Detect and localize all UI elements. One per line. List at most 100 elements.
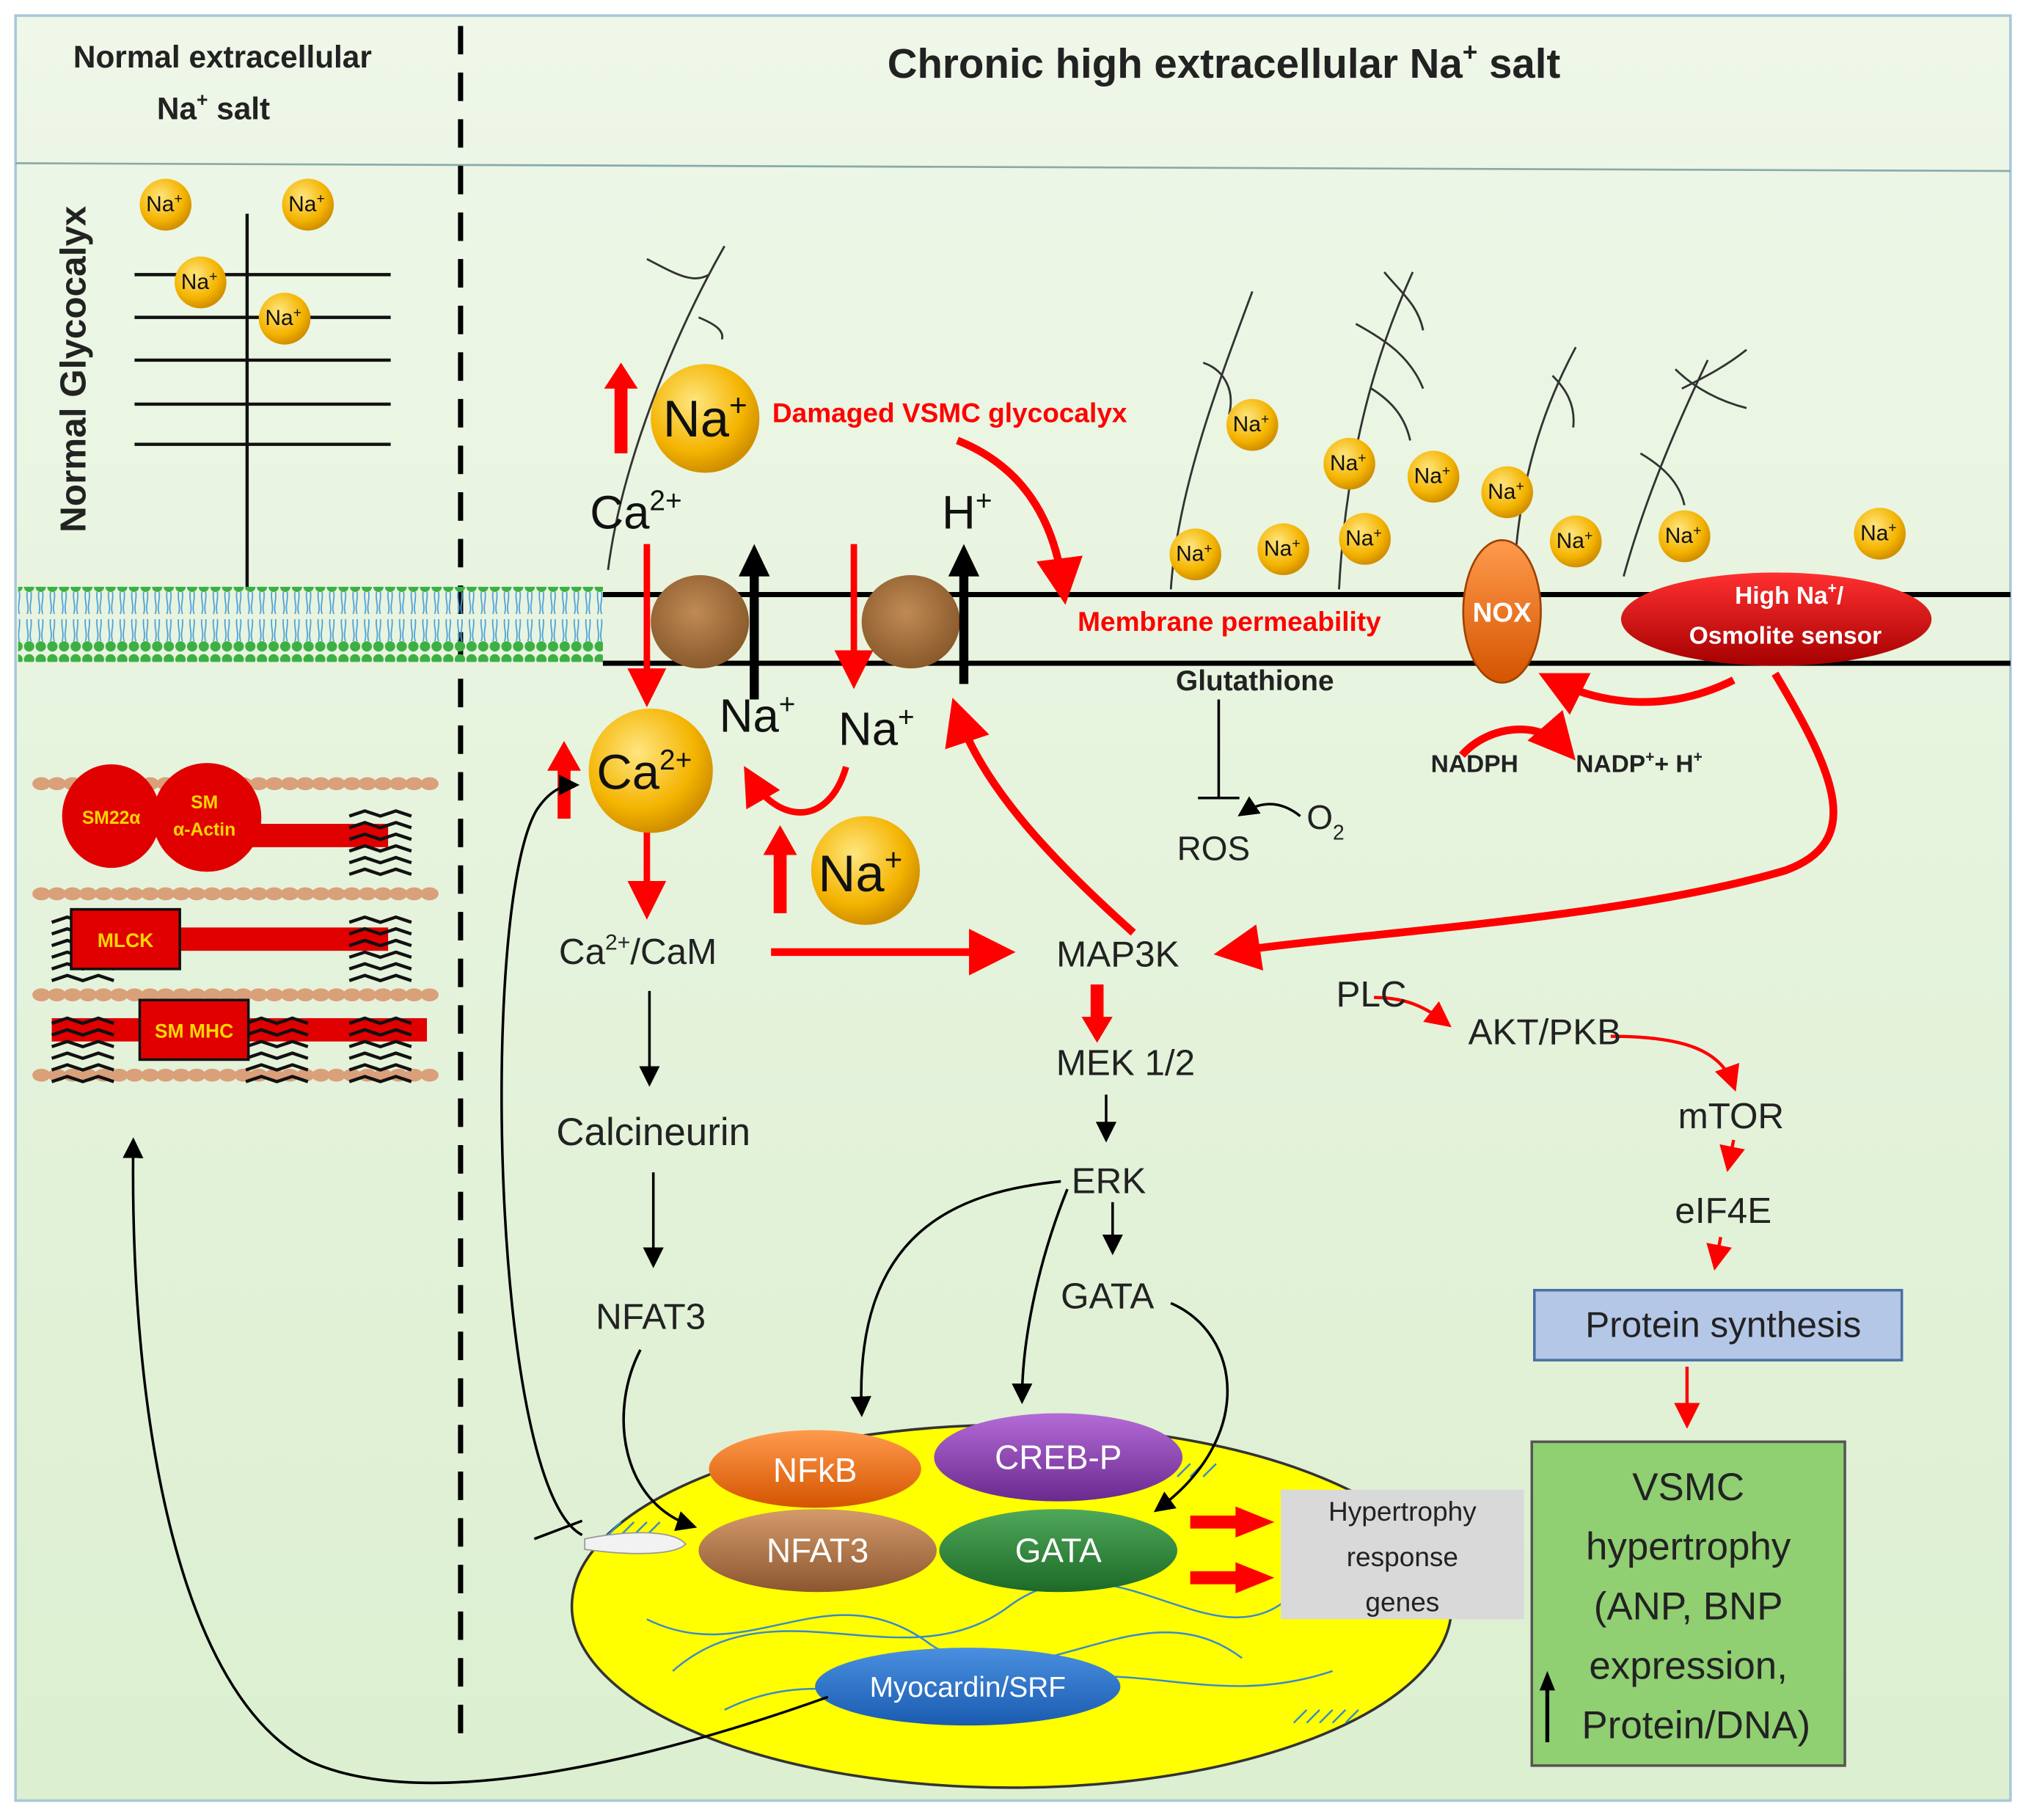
actin-bead xyxy=(280,777,299,791)
sodium-ion: Na+ xyxy=(1854,508,1906,560)
nadp-label: NADP++ H+ xyxy=(1576,748,1703,778)
na-ca-exchanger xyxy=(651,575,750,669)
plc-label: PLC xyxy=(1336,974,1407,1015)
glutathione-label: Glutathione xyxy=(1176,665,1334,697)
protein-synthesis-label: Protein synthesis xyxy=(1585,1304,1861,1345)
sodium-ion-label: Na+ xyxy=(1860,520,1897,546)
sm-actin-protein xyxy=(153,763,262,872)
sodium-ion-label: Na+ xyxy=(1488,478,1524,504)
dense-body-zigzag xyxy=(348,938,412,948)
actin-bead xyxy=(312,988,330,1001)
sodium-ion: Na+ xyxy=(1659,510,1711,563)
sm-mhc-label: SM MHC xyxy=(155,1020,233,1042)
nfkb-factor xyxy=(709,1430,921,1508)
outcome-line5: Protein/DNA) xyxy=(1581,1704,1810,1747)
actin-bead xyxy=(48,988,66,1001)
actin-bead xyxy=(280,988,299,1001)
actin-bead xyxy=(373,887,392,901)
dense-body-zigzag xyxy=(245,1016,309,1026)
gene-activation-arrows xyxy=(1190,1506,1275,1593)
actin-bead xyxy=(125,887,144,901)
na-h-exchanger xyxy=(861,575,960,669)
left-title-line1: Normal extracellular xyxy=(73,40,372,74)
sodium-ion-label: Na+ xyxy=(1557,527,1593,553)
actin-bead xyxy=(187,1068,206,1082)
sm22a-label: SM22α xyxy=(82,808,141,828)
header-divider xyxy=(15,162,2011,172)
sm-actin-label-2: α-Actin xyxy=(173,820,235,840)
sodium-ion-label: Na+ xyxy=(1665,522,1702,548)
sodium-ion-label: Na+ xyxy=(1264,536,1301,561)
dense-body-zigzag xyxy=(348,809,412,818)
ca-cam-label: Ca2+/CaM xyxy=(559,930,717,971)
dense-body-zigzag xyxy=(245,1039,309,1049)
dense-body-zigzag xyxy=(348,973,412,983)
dense-body-zigzag xyxy=(51,1063,114,1072)
actin-bead xyxy=(109,887,128,901)
mtor-label: mTOR xyxy=(1678,1096,1784,1136)
gata-cyto-label: GATA xyxy=(1061,1276,1154,1316)
dense-body-zigzag xyxy=(348,832,412,841)
actin-bead xyxy=(265,777,284,791)
actin-bead xyxy=(94,988,113,1001)
sm-mhc-box xyxy=(138,998,250,1061)
actin-bead xyxy=(78,988,98,1001)
actin-bead xyxy=(202,988,222,1001)
actin-bead xyxy=(172,988,191,1001)
actin-bead xyxy=(358,887,377,901)
actin-bead xyxy=(312,1068,330,1082)
actin-bead xyxy=(389,988,408,1001)
black-signaling-arrows xyxy=(122,699,1301,1785)
actin-bead xyxy=(249,988,268,1001)
sensor-label-line1: High Na+/ xyxy=(1735,580,1843,610)
dense-body-zigzag xyxy=(348,927,412,936)
actin-bead xyxy=(63,887,82,901)
sodium-ion: Na+ xyxy=(1339,513,1391,565)
actin-bead xyxy=(141,887,159,901)
actin-bead xyxy=(202,1068,222,1082)
dense-body-zigzag xyxy=(348,1051,412,1061)
actin-bead xyxy=(172,1068,191,1082)
sodium-ion: Na+ xyxy=(1323,437,1375,490)
myocardin-srf-label: Myocardin/SRF xyxy=(870,1672,1066,1703)
actin-bead xyxy=(32,777,51,791)
actin-bead xyxy=(156,988,175,1001)
actin-bead xyxy=(48,777,66,791)
sodium-ion-label: Na+ xyxy=(1330,450,1367,475)
actin-bead xyxy=(234,1068,252,1082)
osmolite-sensor xyxy=(1620,572,1932,666)
ca-top-label: Ca2+ xyxy=(590,486,681,539)
dense-body-zigzag xyxy=(51,973,114,983)
sodium-ion: Na+ xyxy=(139,178,192,231)
dense-body-zigzag xyxy=(51,1016,114,1026)
creb-factor xyxy=(934,1413,1183,1502)
hypertrophy-genes-line1: Hypertrophy xyxy=(1328,1496,1477,1527)
actin-bead xyxy=(420,988,439,1001)
nfat3-nuclear-label: NFAT3 xyxy=(767,1532,868,1570)
na-ball-cyto xyxy=(811,816,921,925)
h-top-label: H+ xyxy=(942,486,992,539)
actin-bead xyxy=(343,988,362,1001)
actin-bead xyxy=(327,1068,345,1082)
sodium-ion-label: Na+ xyxy=(1233,411,1270,436)
outcome-line1: VSMC xyxy=(1632,1466,1744,1509)
actin-bead xyxy=(156,887,175,901)
nfkb-label: NFkB xyxy=(773,1451,857,1489)
actin-bead xyxy=(405,777,423,791)
actin-bead xyxy=(312,777,330,791)
actin-bead xyxy=(327,988,345,1001)
actin-bead xyxy=(296,988,315,1001)
actin-bead xyxy=(420,1068,439,1082)
actin-bead xyxy=(187,988,206,1001)
dense-body-zigzag xyxy=(348,1039,412,1049)
na-ball-top-label: Na+ xyxy=(663,388,747,447)
sodium-ion: Na+ xyxy=(282,178,334,231)
actin-bead xyxy=(141,1068,159,1082)
actin-bead xyxy=(249,777,268,791)
actin-bead xyxy=(94,887,113,901)
actin-bead xyxy=(280,887,299,901)
sodium-ion-label: Na+ xyxy=(1176,541,1213,566)
damaged-glycocalyx-strands xyxy=(607,245,1747,590)
